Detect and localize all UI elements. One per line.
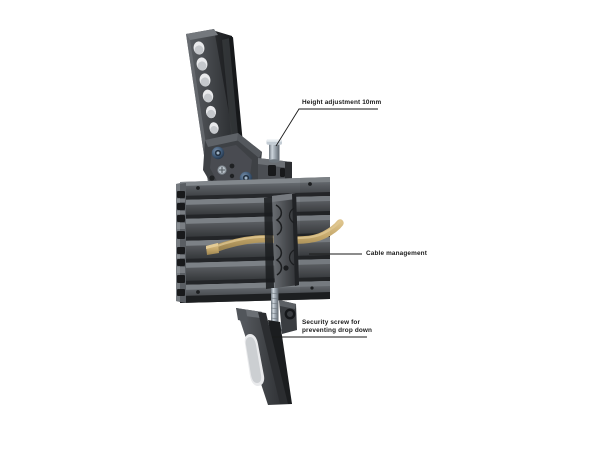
cable-clamp [264, 193, 299, 289]
callout-label-height-adjustment: Height adjustment 10mm [302, 99, 382, 106]
callout-security-screw-line1: Security screw for [302, 319, 361, 326]
adjustment-bolt [266, 139, 282, 163]
phillips-screw [217, 165, 227, 175]
lower-tv-arm [236, 308, 292, 405]
leader-height-adjustment [275, 108, 378, 147]
callout-label-cable-management: Cable management [366, 250, 427, 257]
rail-left-notches [176, 183, 186, 303]
callout-security-screw-line2: preventing drop down [302, 327, 373, 335]
callout-leader-lines [272, 108, 378, 338]
cable [206, 219, 344, 255]
callout-label-security-screw: Security screw for preventing drop down [302, 319, 372, 335]
